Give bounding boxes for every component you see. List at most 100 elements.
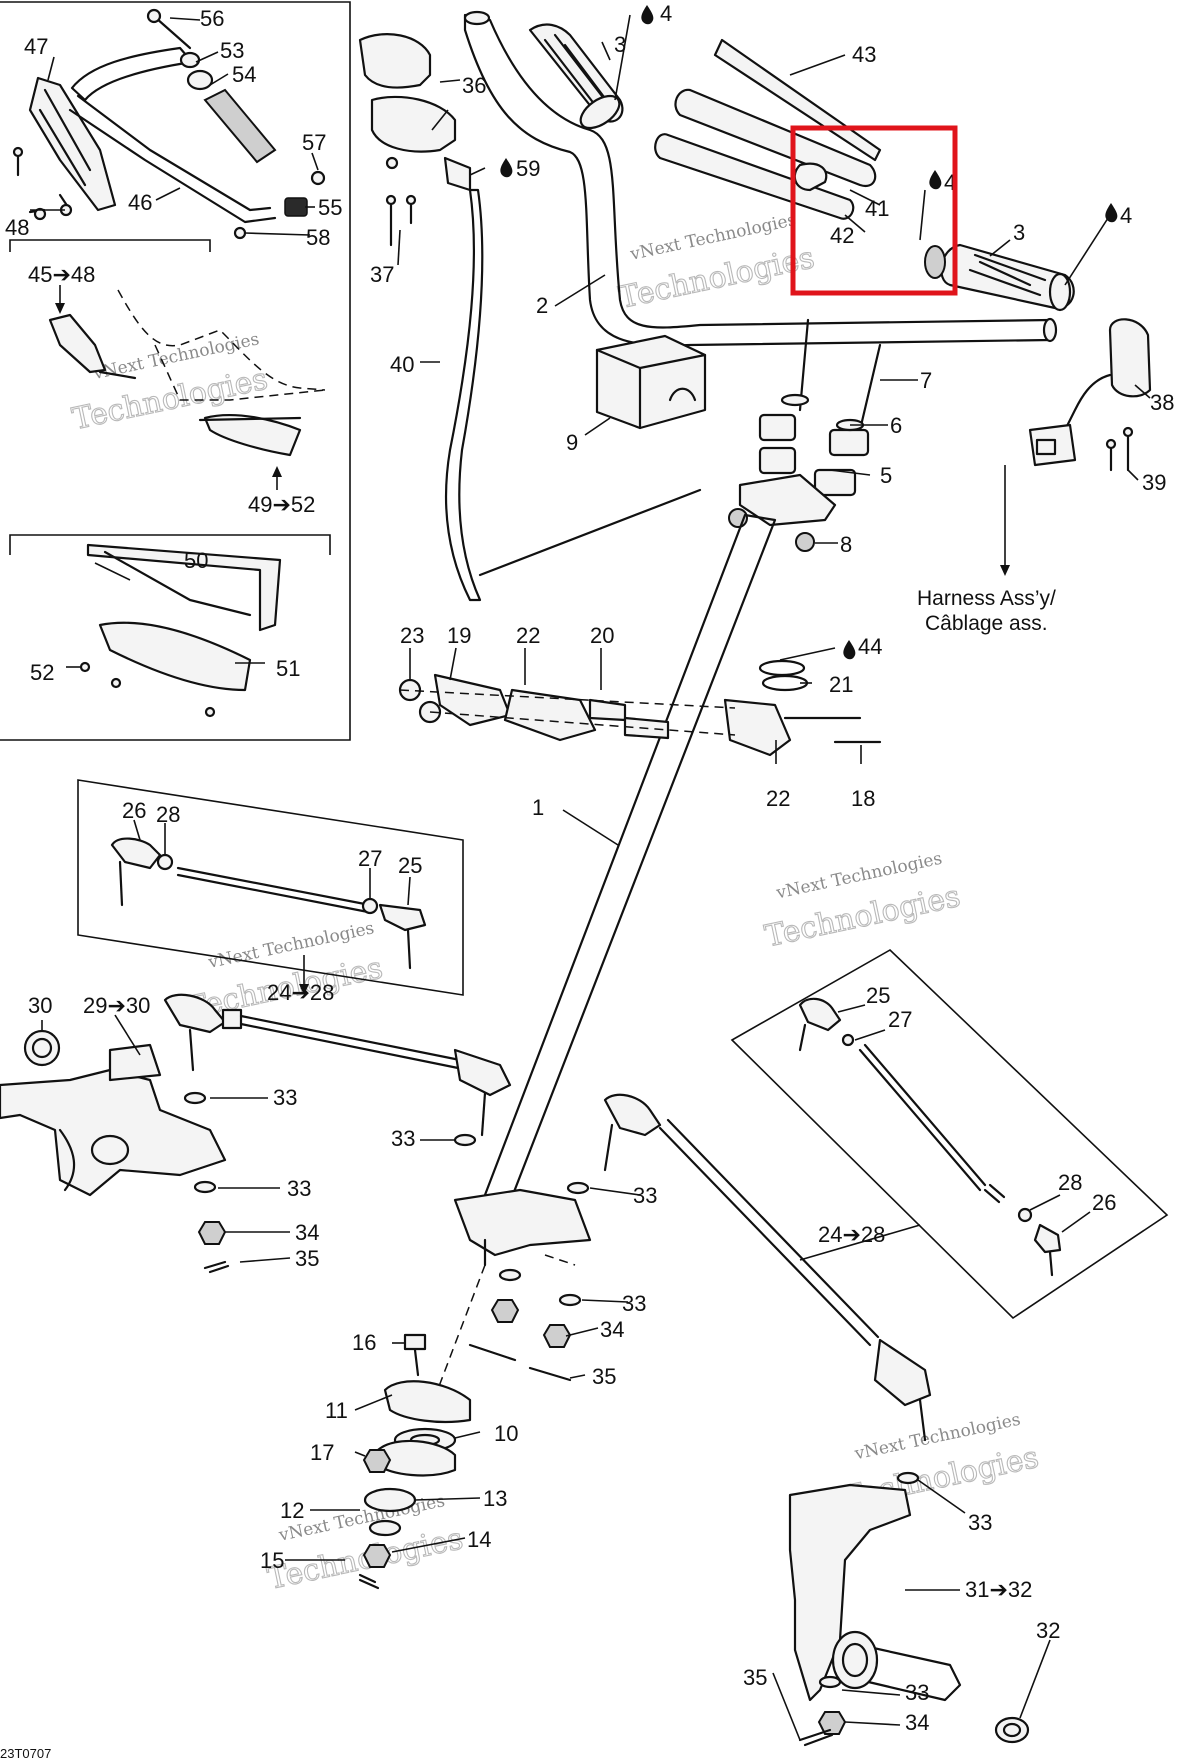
callout-45-48: 45➔48 <box>28 262 95 287</box>
right-switch-assembly <box>1028 318 1152 472</box>
leaders-support <box>409 647 862 846</box>
switch-housing <box>358 33 472 192</box>
leaders-left-lower <box>41 1014 455 1263</box>
harness-note-line2: Câblage ass. <box>925 612 1048 635</box>
callout-55: 55 <box>318 195 342 220</box>
callout-44: 44 <box>858 634 882 659</box>
callout-35: 35 <box>743 1665 767 1690</box>
tie-rod-inset-frame-right <box>730 949 1169 1320</box>
callout-8: 8 <box>840 532 852 557</box>
leaders-right-lower <box>772 1479 1051 1741</box>
handlebar <box>463 10 1058 347</box>
callout-42: 42 <box>830 223 854 248</box>
leaders-tie-rod-left <box>133 819 411 995</box>
callout-20: 20 <box>590 623 614 648</box>
steering-column <box>429 513 777 1411</box>
left-grip <box>528 23 624 130</box>
callout-33: 33 <box>905 1680 929 1705</box>
callout-27: 27 <box>888 1007 912 1032</box>
throttle-cable-end <box>478 488 702 577</box>
callout-33: 33 <box>622 1291 646 1316</box>
tie-rod-detail-left <box>110 837 427 970</box>
leaders-tie-rod-right <box>799 1004 1091 1261</box>
callout-10: 10 <box>494 1421 518 1446</box>
callout-34: 34 <box>905 1710 929 1735</box>
callout-46: 46 <box>128 190 152 215</box>
tie-rod-detail-right <box>798 997 1062 1277</box>
callout-23: 23 <box>400 623 424 648</box>
callout-3: 3 <box>614 32 626 57</box>
callout-53: 53 <box>220 38 244 63</box>
tie-rod-inset-frame-left <box>77 779 464 996</box>
callout-26: 26 <box>1092 1190 1116 1215</box>
callout-24-28: 24➔28 <box>818 1222 885 1247</box>
callout-50: 50 <box>184 548 208 573</box>
harness-note-line1: Harness Ass’y/ <box>917 587 1056 610</box>
callout-33: 33 <box>287 1176 311 1201</box>
callout-56: 56 <box>200 6 224 31</box>
callout-18: 18 <box>851 786 875 811</box>
callout-33: 33 <box>273 1085 297 1110</box>
callout-33: 33 <box>391 1126 415 1151</box>
handlebar-clamp-cover <box>595 334 707 430</box>
handlebar-reference-outline <box>117 289 326 401</box>
bearing-stack <box>358 1333 472 1590</box>
callout-7: 7 <box>920 368 932 393</box>
callout-34: 34 <box>295 1220 319 1245</box>
callout-4: 4 <box>660 1 672 26</box>
spindle-right <box>788 1471 1030 1747</box>
callout-13: 13 <box>483 1486 507 1511</box>
callout-3: 3 <box>1013 220 1025 245</box>
callout-25: 25 <box>398 853 422 878</box>
callout-19: 19 <box>447 623 471 648</box>
callout-48: 48 <box>5 215 29 240</box>
callout-33: 33 <box>633 1183 657 1208</box>
leaders-top-right <box>397 14 1151 544</box>
callout-47: 47 <box>24 34 48 59</box>
handlebar-clamps <box>728 318 882 552</box>
callout-28: 28 <box>156 802 180 827</box>
callout-39: 39 <box>1142 470 1166 495</box>
callout-54: 54 <box>232 62 256 87</box>
right-grip <box>940 243 1075 312</box>
callout-25: 25 <box>866 983 890 1008</box>
callout-57: 57 <box>302 130 326 155</box>
washers-nuts-left <box>183 1091 477 1274</box>
screws-37 <box>385 194 417 247</box>
callout-21: 21 <box>829 672 853 697</box>
callout-27: 27 <box>358 846 382 871</box>
callout-2: 2 <box>536 293 548 318</box>
bracket-45-48 <box>9 239 211 252</box>
handguard-inset-frame <box>0 1 351 741</box>
callout-9: 9 <box>566 430 578 455</box>
drawing-code: 23T0707 <box>0 1746 51 1761</box>
callout-1: 1 <box>532 795 544 820</box>
callout-33: 33 <box>968 1510 992 1535</box>
callout-14: 14 <box>467 1527 491 1552</box>
callout-34: 34 <box>600 1317 624 1342</box>
spindle-left <box>0 1029 227 1197</box>
callout-51: 51 <box>276 656 300 681</box>
callout-35: 35 <box>295 1246 319 1271</box>
callout-29-30: 29➔30 <box>83 993 150 1018</box>
callout-38: 38 <box>1150 390 1174 415</box>
callout-17: 17 <box>310 1440 334 1465</box>
steering-support <box>398 659 882 757</box>
callout-24-28: 24➔28 <box>267 980 334 1005</box>
callout-15: 15 <box>260 1548 284 1573</box>
callout-35: 35 <box>592 1364 616 1389</box>
bracket-50-52 <box>9 534 331 555</box>
callout-22: 22 <box>766 786 790 811</box>
callout-16: 16 <box>352 1330 376 1355</box>
throttle-cable <box>445 188 484 602</box>
callout-11: 11 <box>325 1398 348 1423</box>
callout-31-32: 31➔32 <box>965 1577 1032 1602</box>
tie-rod-right <box>468 1093 932 1442</box>
tie-rod-main <box>163 993 512 1137</box>
callout-28: 28 <box>1058 1170 1082 1195</box>
handguard-assembly <box>12 8 326 240</box>
leaders-right-mid <box>565 1187 641 1379</box>
leaders-bearing <box>285 1342 481 1561</box>
